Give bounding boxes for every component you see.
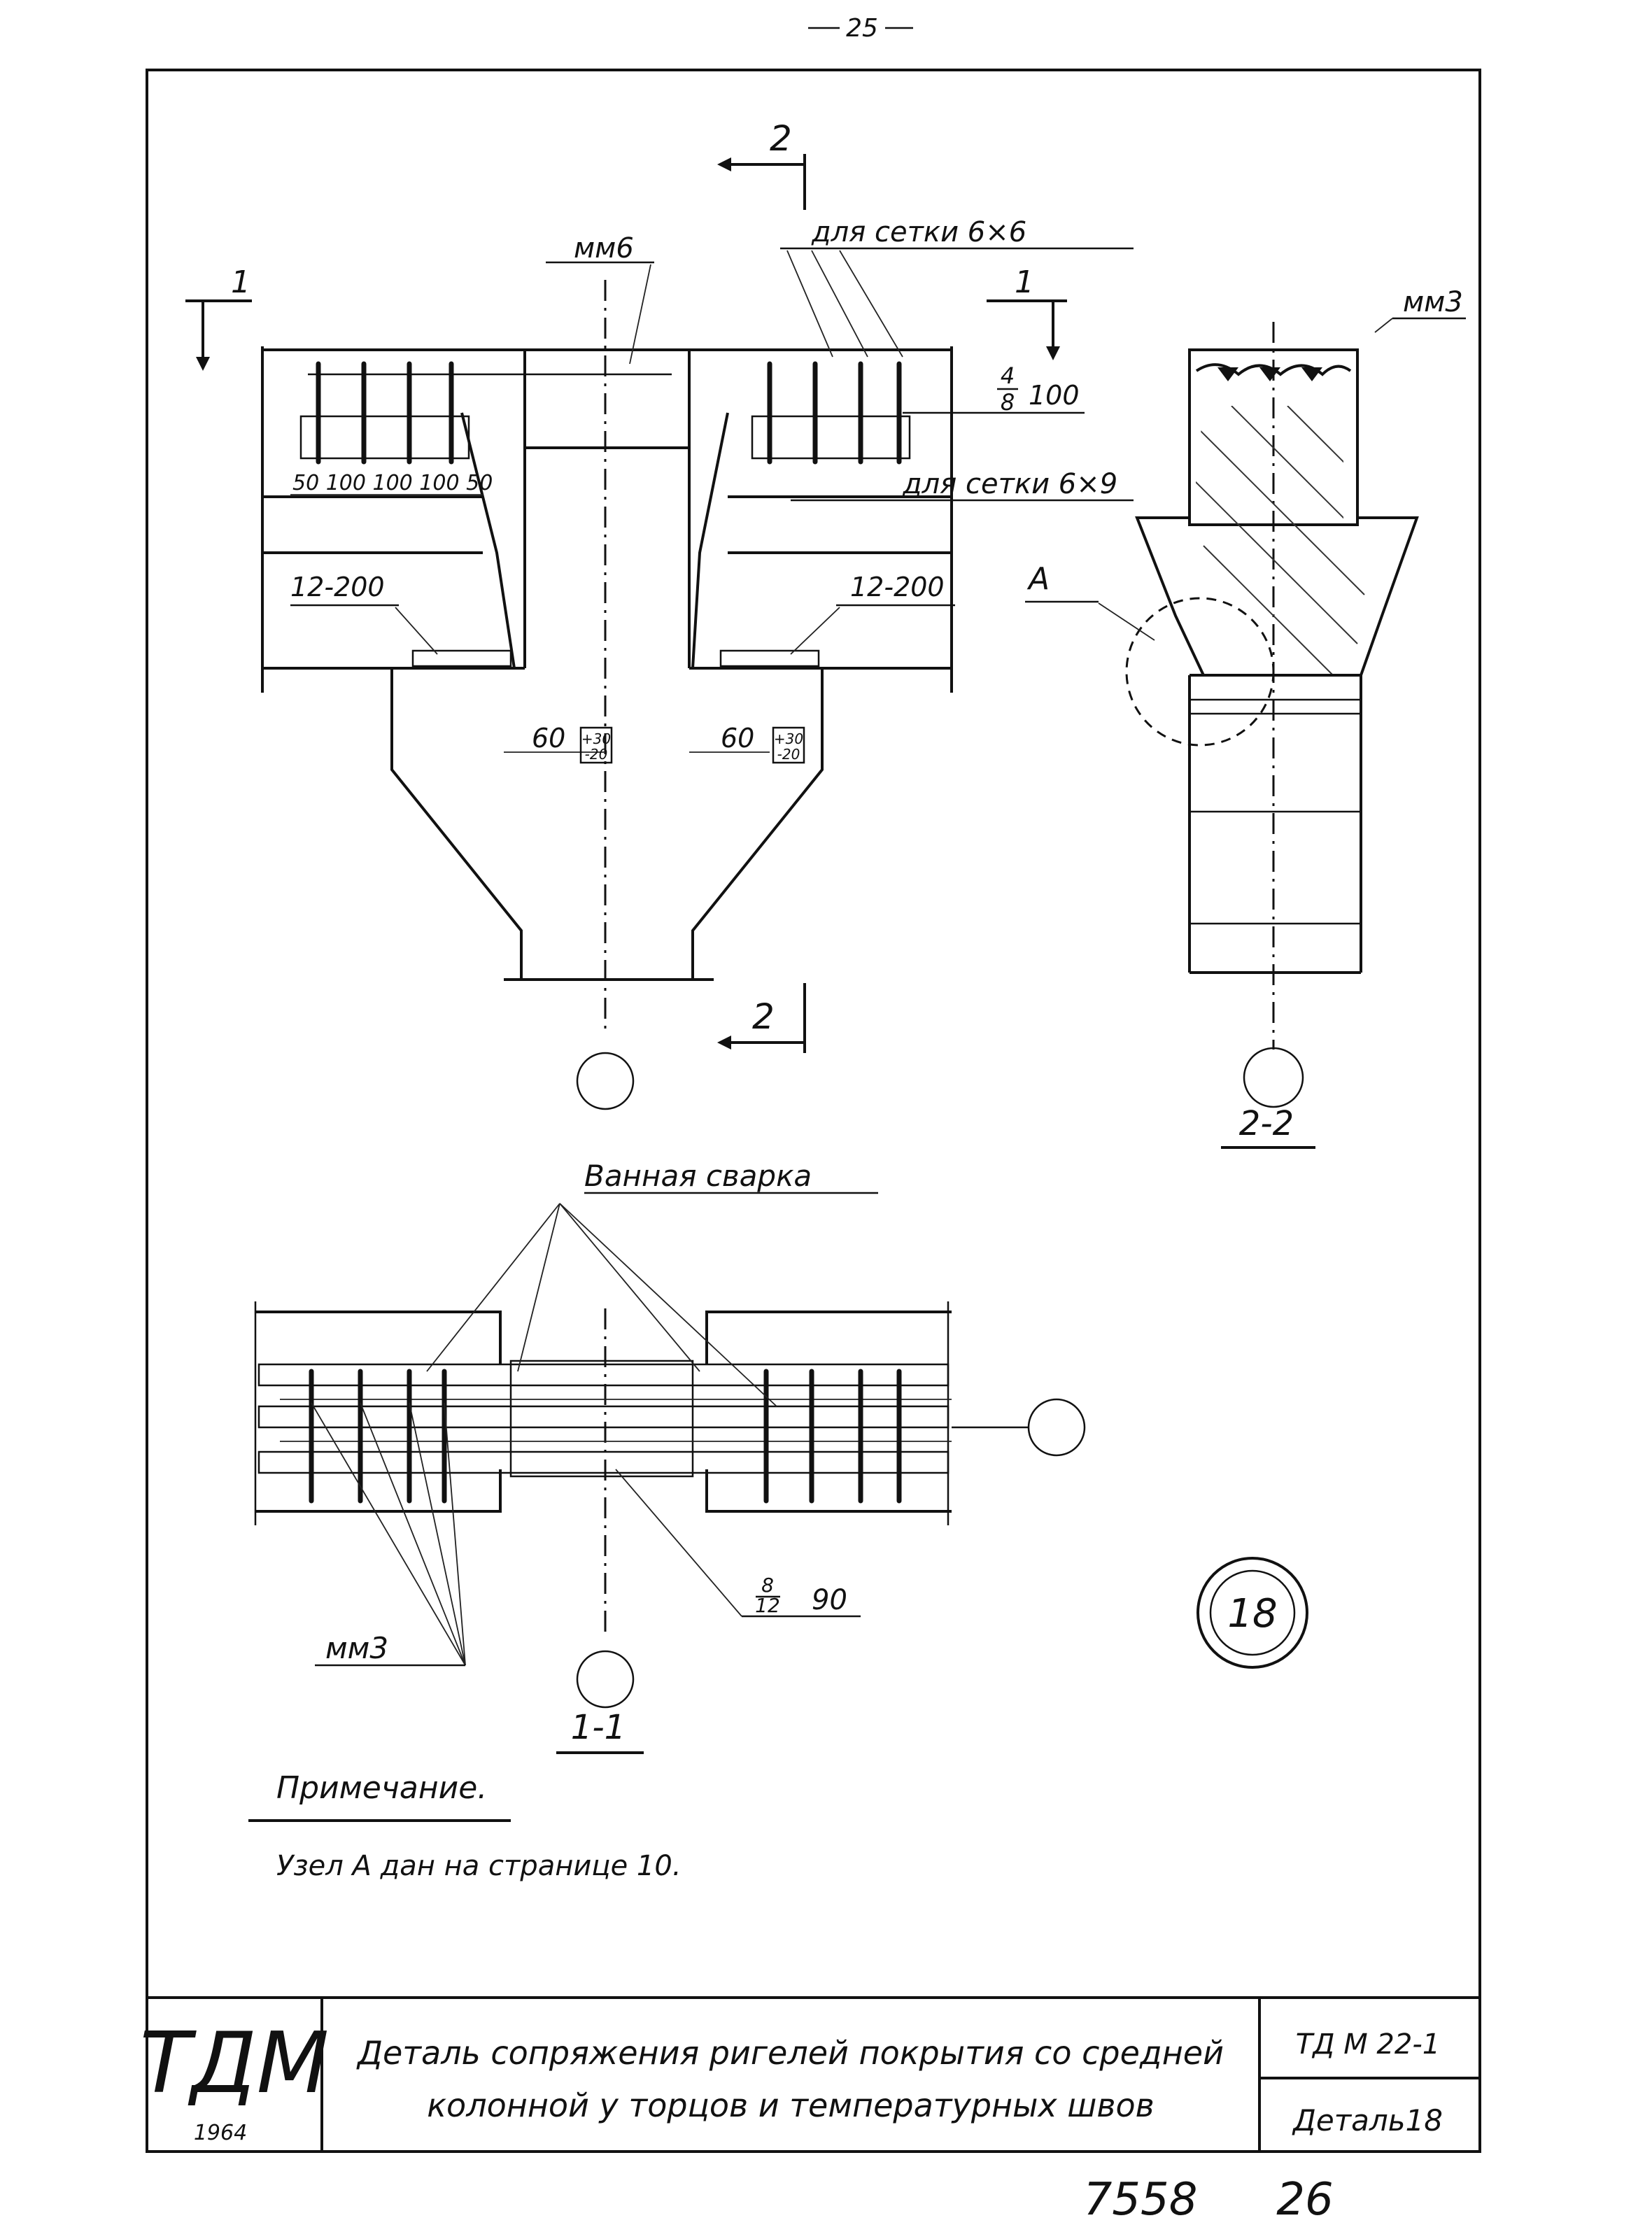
stamp-page: 26 [1276, 2174, 1333, 2226]
gap-left: 60 [532, 723, 565, 754]
spacing-top-val: 100 [1029, 380, 1080, 411]
title-block: ТДМ 1964 Деталь сопряжения ригелей покры… [140, 1996, 1480, 2152]
sheet-border [146, 69, 1481, 2153]
tol-minus-right: -20 [777, 746, 800, 763]
section-1-1: Ванная сварка мм3 8 12 90 1-1 [254, 1159, 1086, 1754]
spacing-top-num: 4 [1001, 362, 1015, 389]
detail-badge: 18 [1227, 1591, 1277, 1637]
note-text: Узел А дан на странице 10. [276, 1850, 682, 1882]
section-1-1-title: 1-1 [571, 1708, 626, 1747]
logo-tdm: ТДМ [140, 2015, 330, 2112]
section-2-2-title: 2-2 [1239, 1104, 1294, 1143]
stamp-number: 7558 [1084, 2174, 1198, 2226]
section-1-mark-left: 1 [231, 264, 250, 300]
doc-code: ТД М 22-1 [1296, 2028, 1440, 2061]
detail-badge-inner [1209, 1569, 1296, 1656]
note-heading: Примечание. [276, 1770, 487, 1806]
spacing-num: 8 [761, 1574, 774, 1597]
spacing-val: 90 [812, 1584, 847, 1616]
label-mesh-6x6: для сетки 6×6 [811, 216, 1026, 248]
label-mm6: мм6 [574, 232, 634, 264]
axis-bubble-11-right [1027, 1398, 1086, 1457]
title-line-1: Деталь сопряжения ригелей покрытия со ср… [356, 2034, 1224, 2072]
sheet-label: Деталь18 [1292, 2103, 1443, 2138]
section-2-mark-bottom: 2 [752, 996, 775, 1037]
tol-plus-left: +30 [581, 730, 611, 747]
label-mm3-top: мм3 [1403, 286, 1463, 318]
detail-badge-ring [1196, 1557, 1308, 1669]
weld-label: Ванная сварка [584, 1159, 812, 1193]
node-a-label: А [1026, 561, 1050, 597]
tol-plus-right: +30 [774, 730, 803, 747]
section-1-mark-right: 1 [1015, 264, 1034, 300]
rebar-label-right: 12-200 [850, 572, 945, 602]
axis-bubble-plan [576, 1052, 635, 1110]
axis-bubble-22 [1243, 1047, 1304, 1108]
node-a-circle [1125, 597, 1275, 747]
section-2-2: А мм3 2-2 [1025, 286, 1466, 1149]
tol-minus-left: -20 [585, 746, 608, 763]
title-year: 1964 [194, 2121, 247, 2145]
rebar-label-left: 12-200 [290, 572, 385, 602]
gap-right: 60 [721, 723, 754, 754]
page-number: 25 [846, 14, 878, 43]
axis-bubble-11 [576, 1650, 635, 1709]
label-mm3-bottom: мм3 [325, 1631, 388, 1665]
spacing-top-den: 8 [1001, 389, 1015, 416]
plan-dims: 50 100 100 100 50 [292, 471, 493, 495]
rebar-loops-right [751, 361, 911, 465]
label-mesh-6x9: для сетки 6×9 [902, 468, 1117, 500]
rebar-loops-left [299, 361, 672, 465]
title-line-2: колонной у торцов и температурных швов [427, 2086, 1154, 2124]
plan-view: 1 1 2 2 мм6 для сетки 6×6 4 8 100 для се… [185, 118, 1134, 1110]
section-2-mark-top: 2 [770, 118, 792, 159]
spacing-den: 12 [755, 1594, 780, 1617]
